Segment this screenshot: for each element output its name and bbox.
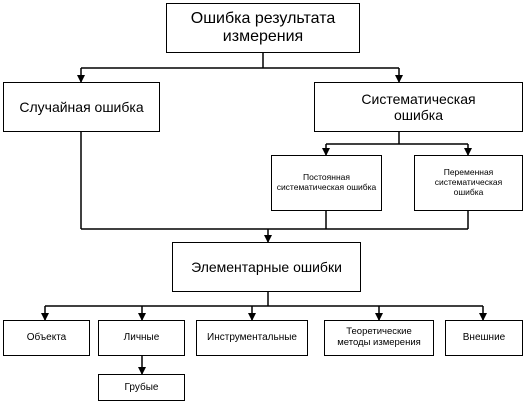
node-systematic-error: Систематическая ошибка [314,82,523,132]
node-label: Объекта [26,332,67,344]
node-label: Внешние [462,332,506,344]
node-label: Постоянная систематическая ошибка [276,172,377,192]
node-theoretical-method-errors: Теоретические методы измерения [324,320,434,356]
node-variable-systematic-error: Переменная систематическая ошибка [414,155,523,211]
node-label: Переменная систематическая ошибка [434,167,503,197]
node-label: Элементарные ошибки [191,258,342,275]
node-object-errors: Объекта [3,320,90,356]
node-label: Личные [123,332,160,344]
node-label: Ошибка результата измерения [190,9,336,45]
node-personal-errors: Личные [98,320,185,356]
node-label: Случайная ошибка [19,98,144,115]
node-constant-systematic-error: Постоянная систематическая ошибка [271,155,382,211]
node-instrumental-errors: Инструментальные [196,320,308,356]
node-label: Систематическая ошибка [361,90,476,123]
node-elementary-errors: Элементарные ошибки [172,242,361,292]
node-label: Инструментальные [207,332,297,344]
node-measurement-result-error: Ошибка результата измерения [166,3,360,53]
node-label: Теоретические методы измерения [337,326,421,348]
node-random-error: Случайная ошибка [3,82,160,132]
node-label: Грубые [124,381,159,393]
node-gross-errors: Грубые [98,374,185,401]
node-external-errors: Внешние [445,320,523,356]
